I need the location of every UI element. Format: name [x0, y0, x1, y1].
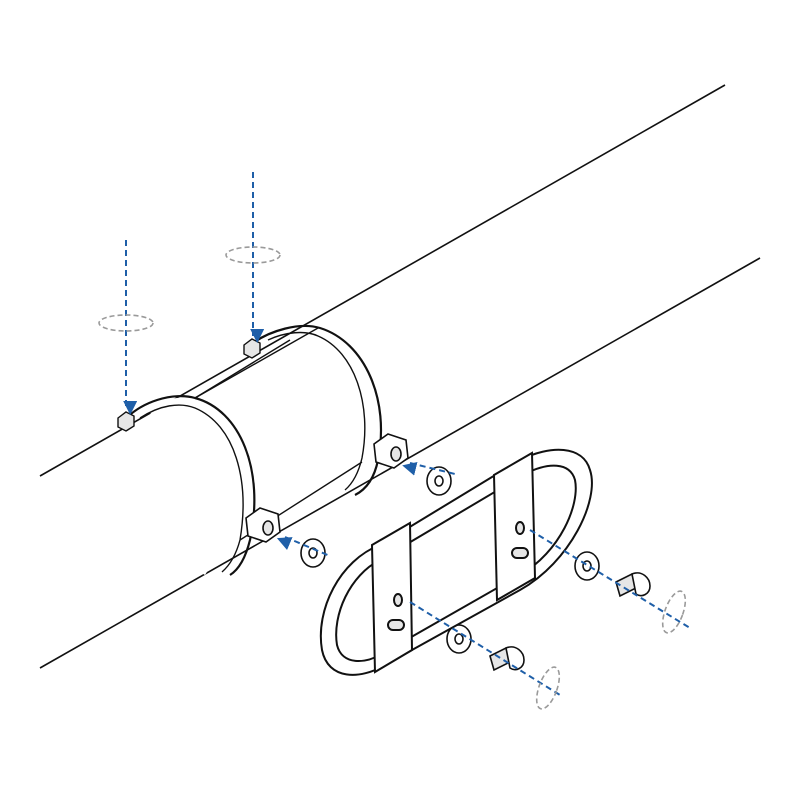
washer — [300, 466, 600, 654]
bolt — [489, 572, 651, 672]
rotation-arrow — [98, 246, 687, 710]
u-bracket — [319, 448, 593, 676]
insertion-arrow — [123, 172, 691, 696]
clamp-nut — [117, 338, 261, 432]
clamp-nut — [245, 433, 409, 543]
